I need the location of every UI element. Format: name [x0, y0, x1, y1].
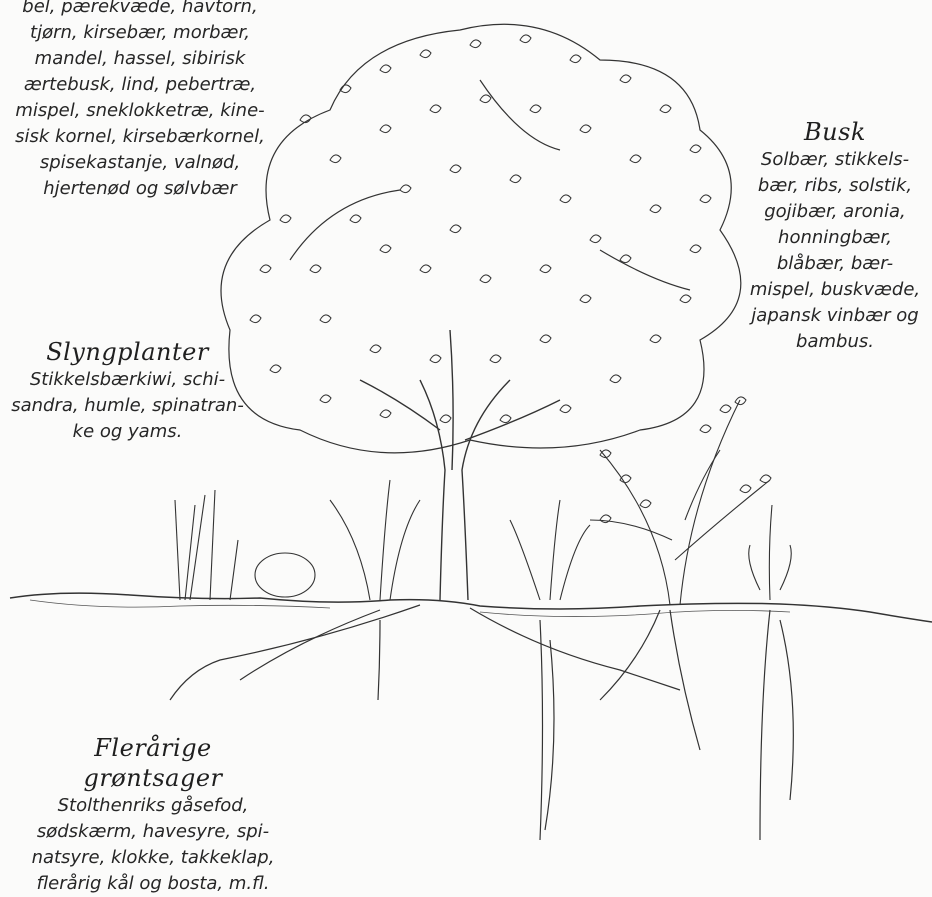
tree-list-line: sisk kornel, kirsebærkornel,	[0, 124, 280, 150]
tree-trunk	[360, 330, 560, 600]
bush-line: japansk vinbær og	[740, 303, 930, 329]
herbs	[175, 480, 590, 600]
bush-line: blåbær, bær-	[740, 251, 930, 277]
perennials-line: flerårig kål og bosta, m.fl.	[28, 871, 278, 897]
tree-list-line: bel, pærekvæde, havtorn,	[0, 0, 280, 20]
vines-line: sandra, humle, spinatran-	[0, 393, 255, 419]
tree-list-line: tjørn, kirsebær, morbær,	[0, 20, 280, 46]
perennials-line: Stolthenriks gåsefod,	[28, 793, 278, 819]
bush-line: honningbær,	[740, 225, 930, 251]
perennials-title: Flerårige grøntsager	[28, 733, 278, 793]
tree-canopy	[221, 24, 741, 453]
perennials-line: natsyre, klokke, takkeklap,	[28, 845, 278, 871]
bush-line: bambus.	[740, 329, 930, 355]
bush-line: mispel, buskvæde,	[740, 277, 930, 303]
tree-leaves	[250, 35, 711, 423]
perennial-vegetables-section: Flerårige grøntsager Stolthenriks gåsefo…	[28, 733, 278, 897]
perennials-line: sødskærm, havesyre, spi-	[28, 819, 278, 845]
bush-line: bær, ribs, solstik,	[740, 173, 930, 199]
tree-list-line: spisekastanje, valnød,	[0, 150, 280, 176]
tree-list-line: mispel, sneklokketræ, kine-	[0, 98, 280, 124]
tree-species-list: bel, pærekvæde, havtorn, tjørn, kirsebær…	[0, 0, 280, 202]
vines-line: ke og yams.	[0, 419, 255, 445]
tree-list-line: ærtebusk, lind, pebertræ,	[0, 72, 280, 98]
tree-list-line: hjertenød og sølvbær	[0, 176, 280, 202]
tree-list-line: mandel, hassel, sibirisk	[0, 46, 280, 72]
ground-line	[10, 593, 932, 622]
vines-title: Slyngplanter	[0, 337, 255, 367]
vines-section: Slyngplanter Stikkelsbærkiwi, schi- sand…	[0, 337, 255, 445]
bush-line: Solbær, stikkels-	[740, 147, 930, 173]
vines-line: Stikkelsbærkiwi, schi-	[0, 367, 255, 393]
bush-line: gojibær, aronia,	[740, 199, 930, 225]
bush-title: Busk	[740, 117, 930, 147]
bush-section: Busk Solbær, stikkels- bær, ribs, solsti…	[740, 117, 930, 355]
berry-bush	[590, 397, 791, 605]
